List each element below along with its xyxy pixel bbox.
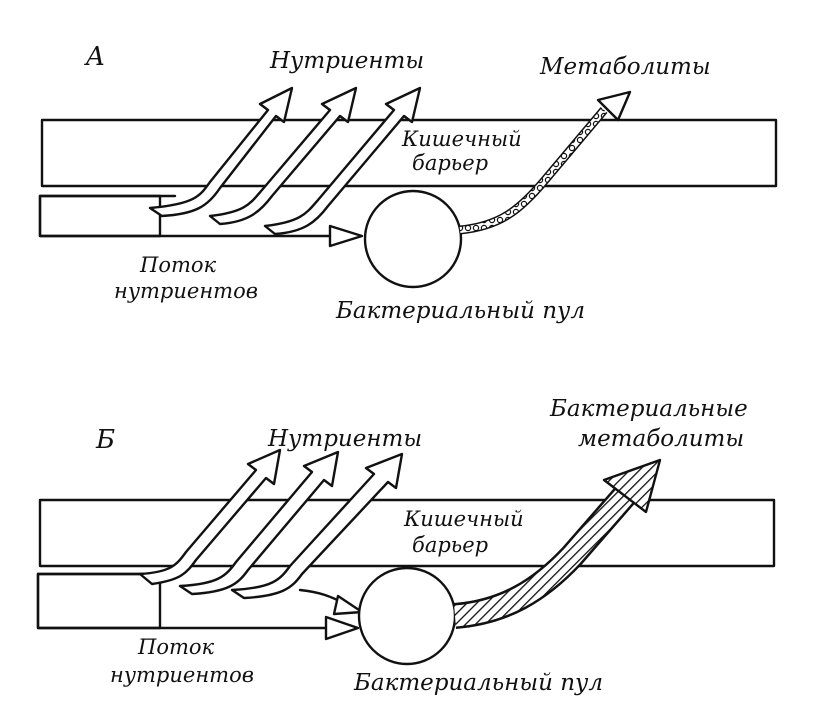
panel-a-nutrient-arrow-3 [263,86,422,236]
panel-b-flow-label-2: нутриентов [110,663,254,687]
panel-b-letter: Б [95,425,115,455]
panel-a-metabolite-arrow-body [459,108,607,233]
panel-b-nutrient-arrow-1 [138,448,282,586]
panel-b-nutrient-arrow-2 [178,450,340,596]
panel-a-flow-fill [38,194,162,238]
panel-a-flow-arrowhead [328,224,364,248]
panel-b-pool-label: Бактериальный пул [353,670,603,696]
panel-b-flow-fill [36,572,162,630]
panel-a: A Нутриенты Метаболиты Кишечный барьер П… [38,42,778,324]
panel-a-barrier-label-1: Кишечный [401,127,522,151]
panel-b-flow-upper-arrowhead [332,594,364,616]
panel-a-letter: A [84,42,105,72]
panel-b-nutrient-arrow-3 [230,452,404,600]
panel-b-bacterial-pool [357,566,457,666]
panel-b-barrier-label-1: Кишечный [403,507,524,531]
panel-b-flow-label-1: Поток [137,635,215,659]
panel-a-metabolite-arrowhead [596,90,632,122]
panel-a-metabolites-label: Метаболиты [539,54,711,80]
panel-b-flow-bottom [36,572,340,630]
panel-a-pool-label: Бактериальный пул [335,298,585,324]
panel-a-flow-label-1: Поток [139,253,217,277]
panel-a-bacterial-pool [363,189,463,289]
panel-b-metabolites-label-1: Бактериальные [549,396,748,422]
panel-b-barrier-label-2: барьер [412,533,488,557]
panel-b: Б Нутриенты Бактериальные метаболиты [36,396,776,696]
panel-b-nutrients-label: Нутриенты [267,426,422,452]
panel-a-nutrient-arrow-2 [208,86,358,226]
panel-b-metabolite-arrowhead [602,458,662,514]
panel-b-flow-arrowhead [324,615,360,641]
panel-b-metabolite-arrow-body [453,487,634,627]
panel-a-nutrient-arrow-1 [148,86,294,218]
panel-b-metabolites-label-2: метаболиты [578,426,744,452]
panel-a-flow-label-2: нутриентов [114,279,258,303]
panel-a-barrier-label-2: барьер [412,151,488,175]
panel-a-flow-bottom [38,194,342,238]
panel-b-barrier-band [38,498,776,568]
panel-a-barrier-band [40,118,778,188]
panel-a-nutrients-label: Нутриенты [269,48,424,74]
